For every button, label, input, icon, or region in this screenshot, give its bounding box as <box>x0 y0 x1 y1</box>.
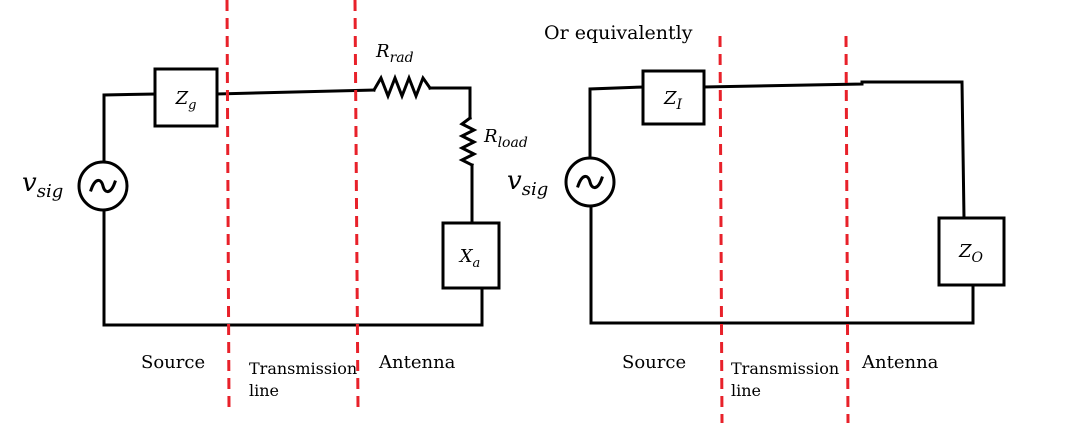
left-source-label: Source <box>141 352 205 373</box>
left-wire-source-top <box>102 92 157 162</box>
left-wire-bottom <box>102 208 484 327</box>
left-antenna-label: Antenna <box>378 352 456 373</box>
left-ac-source-sine-icon <box>89 179 117 193</box>
left-rrad-label: Rrad <box>375 41 414 66</box>
right-wire-source-top <box>588 85 645 160</box>
left-wire-zg-to-rrad <box>215 88 376 96</box>
right-tline-label-line2: line <box>731 381 761 400</box>
left-tline-label-line2: line <box>249 381 279 400</box>
right-wire-zi-to-corner <box>702 80 966 220</box>
right-zi-box <box>641 69 706 126</box>
right-source-label: Source <box>622 352 686 373</box>
right-divider-tline-antenna <box>844 35 850 423</box>
right-antenna-label: Antenna <box>861 352 939 373</box>
left-wire-rrad-to-rload <box>428 86 472 120</box>
right-ac-source-sine-icon <box>576 175 604 189</box>
right-divider-source-tline <box>718 35 724 423</box>
left-divider-source-tline <box>225 0 231 409</box>
left-zg-label: Zg <box>175 88 197 113</box>
left-circuit: Zg Rrad Rload Xa vsig Source Transmissio… <box>22 0 528 409</box>
left-xa-label: Xa <box>458 246 481 271</box>
right-circuit: Or equivalently ZI ZO vsig Source Transm… <box>507 22 1006 423</box>
left-xa-box <box>441 221 501 290</box>
left-rrad-resistor <box>371 73 433 101</box>
left-rload-label: Rload <box>483 126 528 151</box>
left-zg-box <box>153 67 219 128</box>
left-tline-label-line1: Transmission <box>249 359 357 378</box>
right-vsig-label: vsig <box>507 166 548 200</box>
right-wire-bottom <box>589 204 975 325</box>
right-zo-box <box>937 216 1006 287</box>
left-divider-tline-antenna <box>353 0 360 409</box>
left-rload-resistor <box>458 115 478 168</box>
right-zi-label: ZI <box>663 88 683 113</box>
right-heading: Or equivalently <box>544 22 693 44</box>
right-zo-label: ZO <box>958 241 984 266</box>
left-vsig-label: vsig <box>22 168 63 202</box>
right-tline-label-line1: Transmission <box>731 359 839 378</box>
